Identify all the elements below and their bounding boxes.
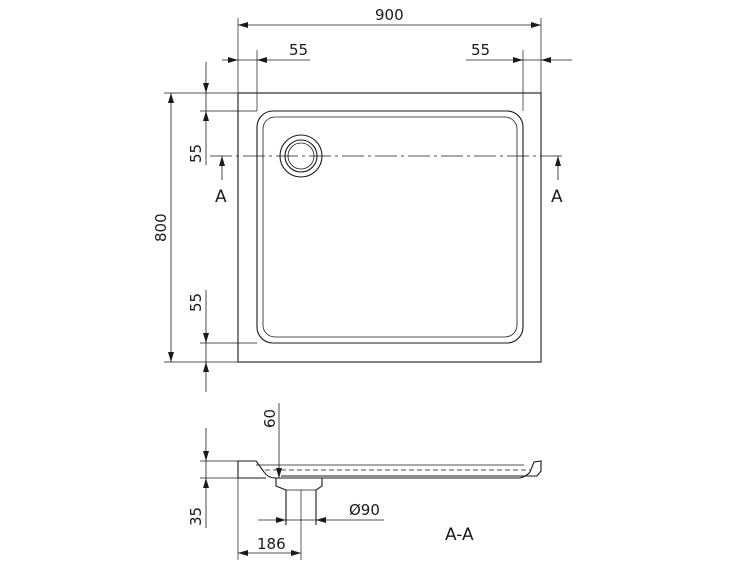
depth-dimension: 800 bbox=[152, 92, 238, 363]
drain-section bbox=[275, 478, 323, 525]
rim-left-dimension: 55 bbox=[222, 41, 310, 111]
svg-text:55: 55 bbox=[471, 41, 490, 59]
drain-diameter-dimension: Ø90 bbox=[258, 501, 384, 523]
section-marker-left: A bbox=[215, 187, 227, 207]
thickness-dimension: 35 bbox=[187, 428, 238, 528]
width-dimension: 900 bbox=[237, 6, 542, 93]
section-arrow-left-icon bbox=[219, 156, 225, 180]
section-title: A-A bbox=[445, 525, 474, 545]
rim-right-dimension: 55 bbox=[466, 41, 572, 111]
basin-inner bbox=[262, 116, 518, 338]
svg-text:900: 900 bbox=[375, 6, 404, 24]
section-marker-right: A bbox=[551, 187, 563, 207]
tray-outline bbox=[237, 92, 542, 363]
basin-outer bbox=[256, 110, 524, 344]
svg-text:55: 55 bbox=[289, 41, 308, 59]
svg-text:60: 60 bbox=[261, 409, 279, 428]
tray-profile bbox=[238, 460, 542, 479]
svg-text:35: 35 bbox=[187, 507, 205, 526]
height-dimension: 60 bbox=[261, 403, 282, 478]
svg-text:55: 55 bbox=[187, 293, 205, 312]
section-view: 60 35 Ø90 186 A-A bbox=[187, 403, 542, 560]
plan-view: A A 900 55 55 bbox=[152, 6, 572, 392]
svg-text:186: 186 bbox=[257, 535, 286, 553]
svg-text:800: 800 bbox=[152, 213, 170, 242]
section-arrow-right-icon bbox=[555, 156, 561, 180]
drain-offset-dimension: 186 bbox=[237, 478, 302, 560]
rim-top-dimension: 55 bbox=[187, 62, 257, 165]
svg-text:55: 55 bbox=[187, 144, 205, 163]
svg-text:Ø90: Ø90 bbox=[349, 501, 380, 519]
rim-bottom-dimension: 55 bbox=[187, 290, 257, 392]
